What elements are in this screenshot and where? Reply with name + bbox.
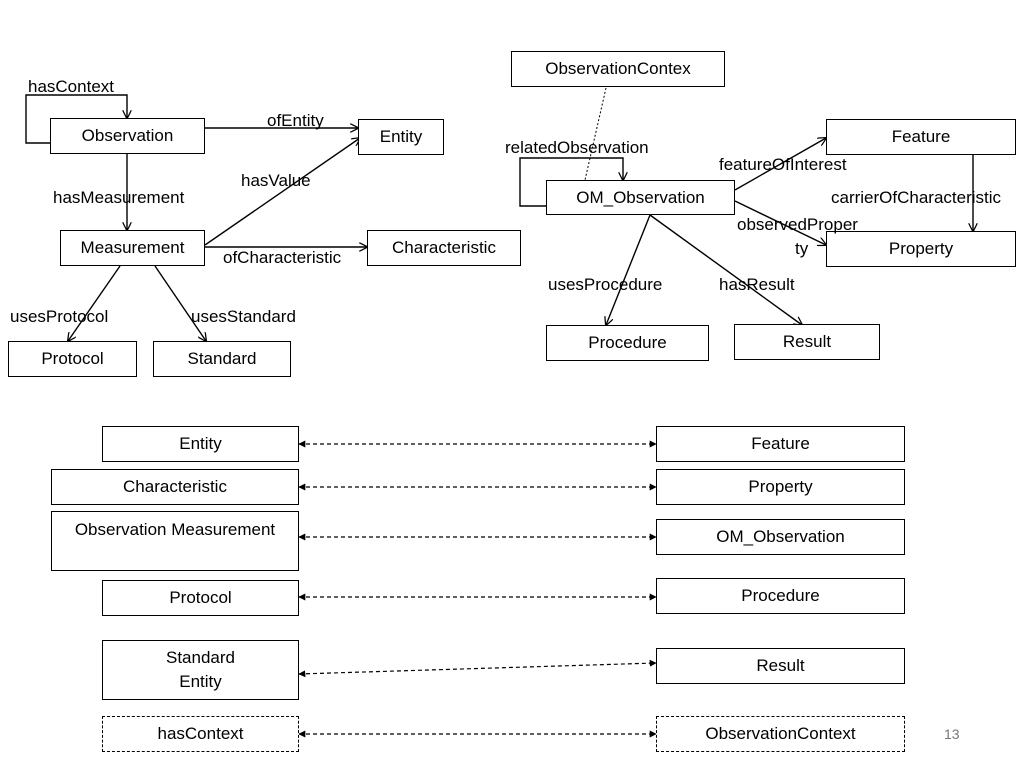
edge-related-observation xyxy=(519,157,623,207)
node-observation-context: ObservationContex xyxy=(511,51,725,87)
map-left-protocol: Protocol xyxy=(102,580,299,616)
map-left-observation-measurement: Observation Measurement xyxy=(51,511,299,571)
node-measurement: Measurement xyxy=(60,230,205,266)
node-procedure: Procedure xyxy=(546,325,709,361)
node-entity: Entity xyxy=(358,119,444,155)
map-right-label: Property xyxy=(748,477,813,496)
node-protocol: Protocol xyxy=(8,341,137,377)
map-right-observation-context: ObservationContext xyxy=(656,716,905,752)
node-label: Property xyxy=(888,239,954,258)
edge-uses-protocol xyxy=(68,265,121,341)
edge-label-observed-property-1: observedProper xyxy=(737,215,858,234)
node-label: Result xyxy=(782,332,832,351)
node-label: Standard xyxy=(187,349,257,368)
map-left-has-context: hasContext xyxy=(102,716,299,752)
node-property: Property xyxy=(826,231,1016,267)
node-observation: Observation xyxy=(50,118,205,154)
node-characteristic: Characteristic xyxy=(367,230,521,266)
edge-uses-procedure xyxy=(606,214,651,325)
edge-label-carrier-of-characteristic: carrierOfCharacteristic xyxy=(831,188,1002,207)
edge-has-value xyxy=(204,138,360,246)
edge-label-uses-standard: usesStandard xyxy=(191,307,296,326)
node-label: Feature xyxy=(891,127,951,146)
node-label: Procedure xyxy=(588,333,667,352)
map-left-label-line2: Entity xyxy=(179,672,222,691)
edge-label-of-characteristic: ofCharacteristic xyxy=(223,248,342,267)
map-right-label: Result xyxy=(756,656,805,675)
map-right-property: Property xyxy=(656,469,905,505)
edge-label-uses-protocol: usesProtocol xyxy=(10,307,109,326)
edge-observed-property xyxy=(734,200,826,245)
map-left-label: Characteristic xyxy=(123,477,227,496)
node-feature: Feature xyxy=(826,119,1016,155)
edge-feature-of-interest xyxy=(734,138,826,191)
map-left-label: hasContext xyxy=(157,724,244,743)
edge-has-result xyxy=(649,214,802,325)
map-right-label: OM_Observation xyxy=(716,527,845,546)
map-right-result: Result xyxy=(656,648,905,684)
page-number: 13 xyxy=(944,726,960,742)
edge-label-uses-procedure: usesProcedure xyxy=(548,275,663,294)
edge-context-link xyxy=(584,87,607,181)
map-right-feature: Feature xyxy=(656,426,905,462)
edge-label-of-entity: ofEntity xyxy=(267,111,324,130)
node-label: Observation xyxy=(81,126,174,145)
map-right-procedure: Procedure xyxy=(656,578,905,614)
node-om-observation: OM_Observation xyxy=(546,180,735,215)
node-label: ObservationContex xyxy=(545,59,691,78)
map-right-label: ObservationContext xyxy=(705,724,856,743)
edge-label-related-observation: relatedObservation xyxy=(505,138,649,157)
edge-label-has-context: hasContext xyxy=(28,77,114,96)
map-left-label: Entity xyxy=(179,434,222,453)
node-standard: Standard xyxy=(153,341,291,377)
edge-label-observed-property-2: ty xyxy=(795,239,809,258)
node-label: Entity xyxy=(379,127,423,146)
node-label: Measurement xyxy=(80,238,185,257)
map-left-label: Observation Measurement xyxy=(74,520,276,539)
node-label: Characteristic xyxy=(392,238,496,257)
map-left-standard-entity: Standard Entity xyxy=(102,640,299,700)
edge-has-context xyxy=(25,94,127,144)
map-arrow-standard-result xyxy=(298,659,657,678)
edge-uses-standard xyxy=(154,265,206,341)
map-left-characteristic: Characteristic xyxy=(51,469,299,505)
node-label: Protocol xyxy=(41,349,104,368)
edge-label-feature-of-interest: featureOfInterest xyxy=(719,155,847,174)
map-right-label: Feature xyxy=(751,434,810,453)
edge-label-has-value: hasValue xyxy=(241,171,311,190)
node-label: OM_Observation xyxy=(576,187,705,207)
map-left-entity: Entity xyxy=(102,426,299,462)
node-result: Result xyxy=(734,324,880,360)
map-left-multiline: Standard Entity xyxy=(166,646,235,694)
map-left-label-line1: Standard xyxy=(166,648,235,668)
map-right-om-observation: OM_Observation xyxy=(656,519,905,555)
edge-label-has-result: hasResult xyxy=(719,275,795,294)
map-right-label: Procedure xyxy=(741,586,820,605)
map-left-label: Protocol xyxy=(169,588,232,607)
edge-label-has-measurement: hasMeasurement xyxy=(53,188,185,207)
